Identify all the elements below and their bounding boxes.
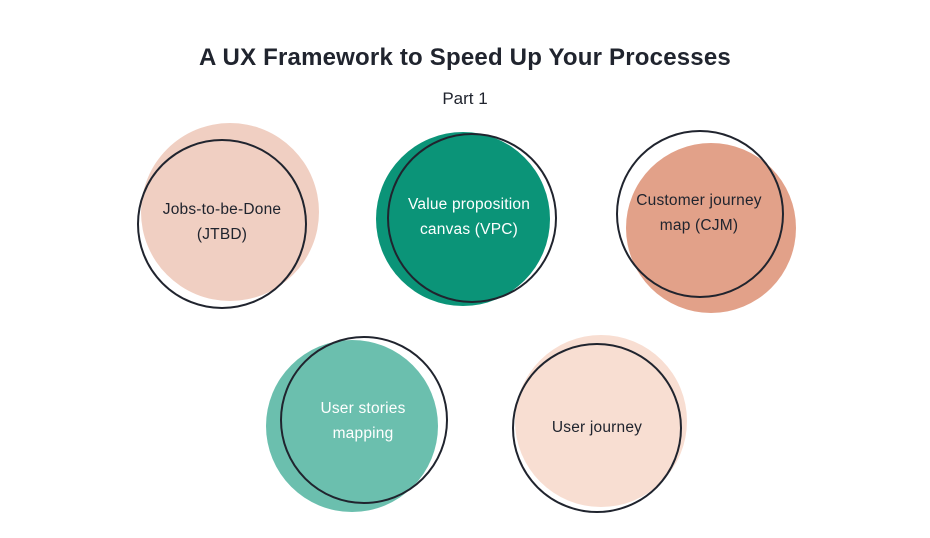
cjm-circle-outline — [616, 130, 784, 298]
page-subtitle: Part 1 — [442, 89, 488, 108]
user-stories-circle-outline — [280, 336, 448, 504]
jtbd-label-line-1: Jobs-to-be-Done — [162, 201, 282, 218]
cjm-label-line-1: Customer journey — [636, 192, 762, 209]
user-stories-label-line-2: mapping — [332, 425, 394, 442]
cjm-label-line-2: map (CJM) — [659, 217, 739, 234]
user-stories-label: User stories mapping — [277, 393, 449, 449]
vpc-label-line-2: canvas (VPC) — [419, 221, 518, 238]
user-journey-label-line-1: User journey — [551, 418, 643, 436]
user-stories-label-line-1: User stories — [320, 400, 406, 417]
cjm-label: Customer journey map (CJM) — [613, 185, 785, 241]
user-journey-circle-outline — [512, 343, 682, 513]
vpc-circle-outline — [387, 133, 557, 303]
vpc-label-line-1: Value proposition — [407, 196, 531, 213]
jtbd-label: Jobs-to-be-Done (JTBD) — [136, 194, 308, 250]
jtbd-circle-outline — [137, 139, 307, 309]
user-journey-label: User journey — [511, 399, 683, 455]
vpc-label: Value proposition canvas (VPC) — [383, 189, 555, 245]
page-title: A UX Framework to Speed Up Your Processe… — [199, 44, 731, 71]
jtbd-label-line-2: (JTBD) — [196, 226, 248, 243]
